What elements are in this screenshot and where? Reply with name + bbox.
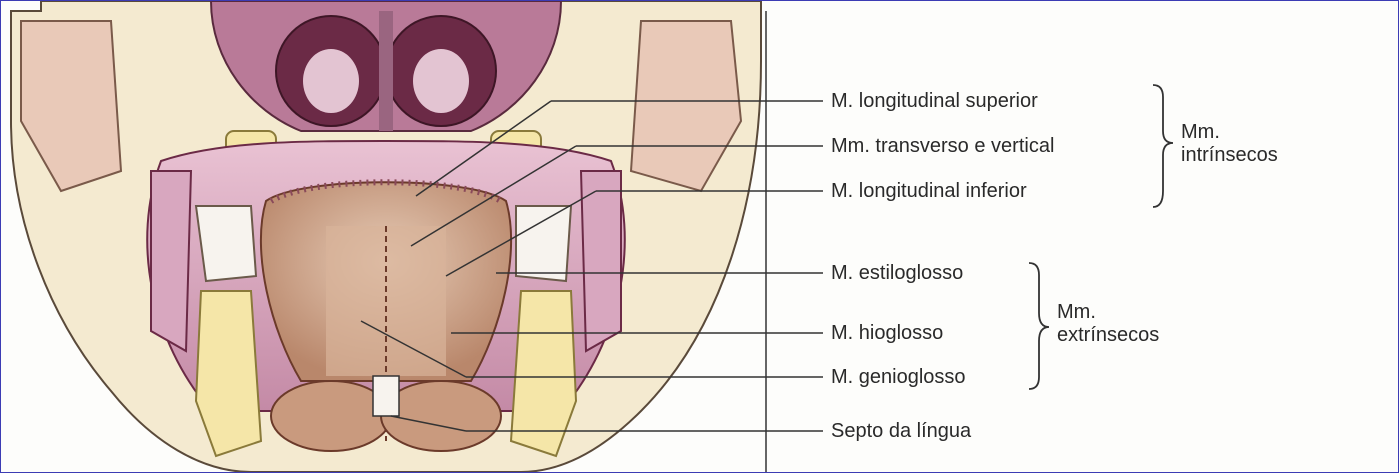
label-genioglosso: M. genioglosso	[831, 365, 966, 389]
label-estiloglosso: M. estiloglosso	[831, 261, 963, 285]
label-longitudinal-inferior: M. longitudinal inferior	[831, 179, 1027, 203]
group-intrinsic: Mm. intrínsecos	[1181, 121, 1278, 167]
tooth-right	[516, 206, 571, 281]
label-hioglosso: M. hioglosso	[831, 321, 943, 345]
label-transverso-vertical: Mm. transverso e vertical	[831, 134, 1054, 158]
group-extrinsic-line1: Mm.	[1057, 301, 1159, 324]
side-muscle-left	[151, 171, 191, 351]
label-septo-lingua: Septo da língua	[831, 419, 971, 443]
group-intrinsic-line1: Mm.	[1181, 121, 1278, 144]
nasal-concha-right-inner	[413, 49, 469, 113]
group-extrinsic: Mm. extrínsecos	[1057, 301, 1159, 347]
tooth-left	[196, 206, 256, 281]
nasal-concha-left-inner	[303, 49, 359, 113]
label-longitudinal-superior: M. longitudinal superior	[831, 89, 1038, 113]
group-intrinsic-line2: intrínsecos	[1181, 144, 1278, 167]
brace-intrinsic	[1153, 85, 1173, 207]
group-extrinsic-line2: extrínsecos	[1057, 324, 1159, 347]
brace-extrinsic	[1029, 263, 1049, 389]
hyoid-marker	[373, 376, 399, 416]
side-muscle-right	[581, 171, 621, 351]
nasal-septum	[379, 11, 393, 131]
